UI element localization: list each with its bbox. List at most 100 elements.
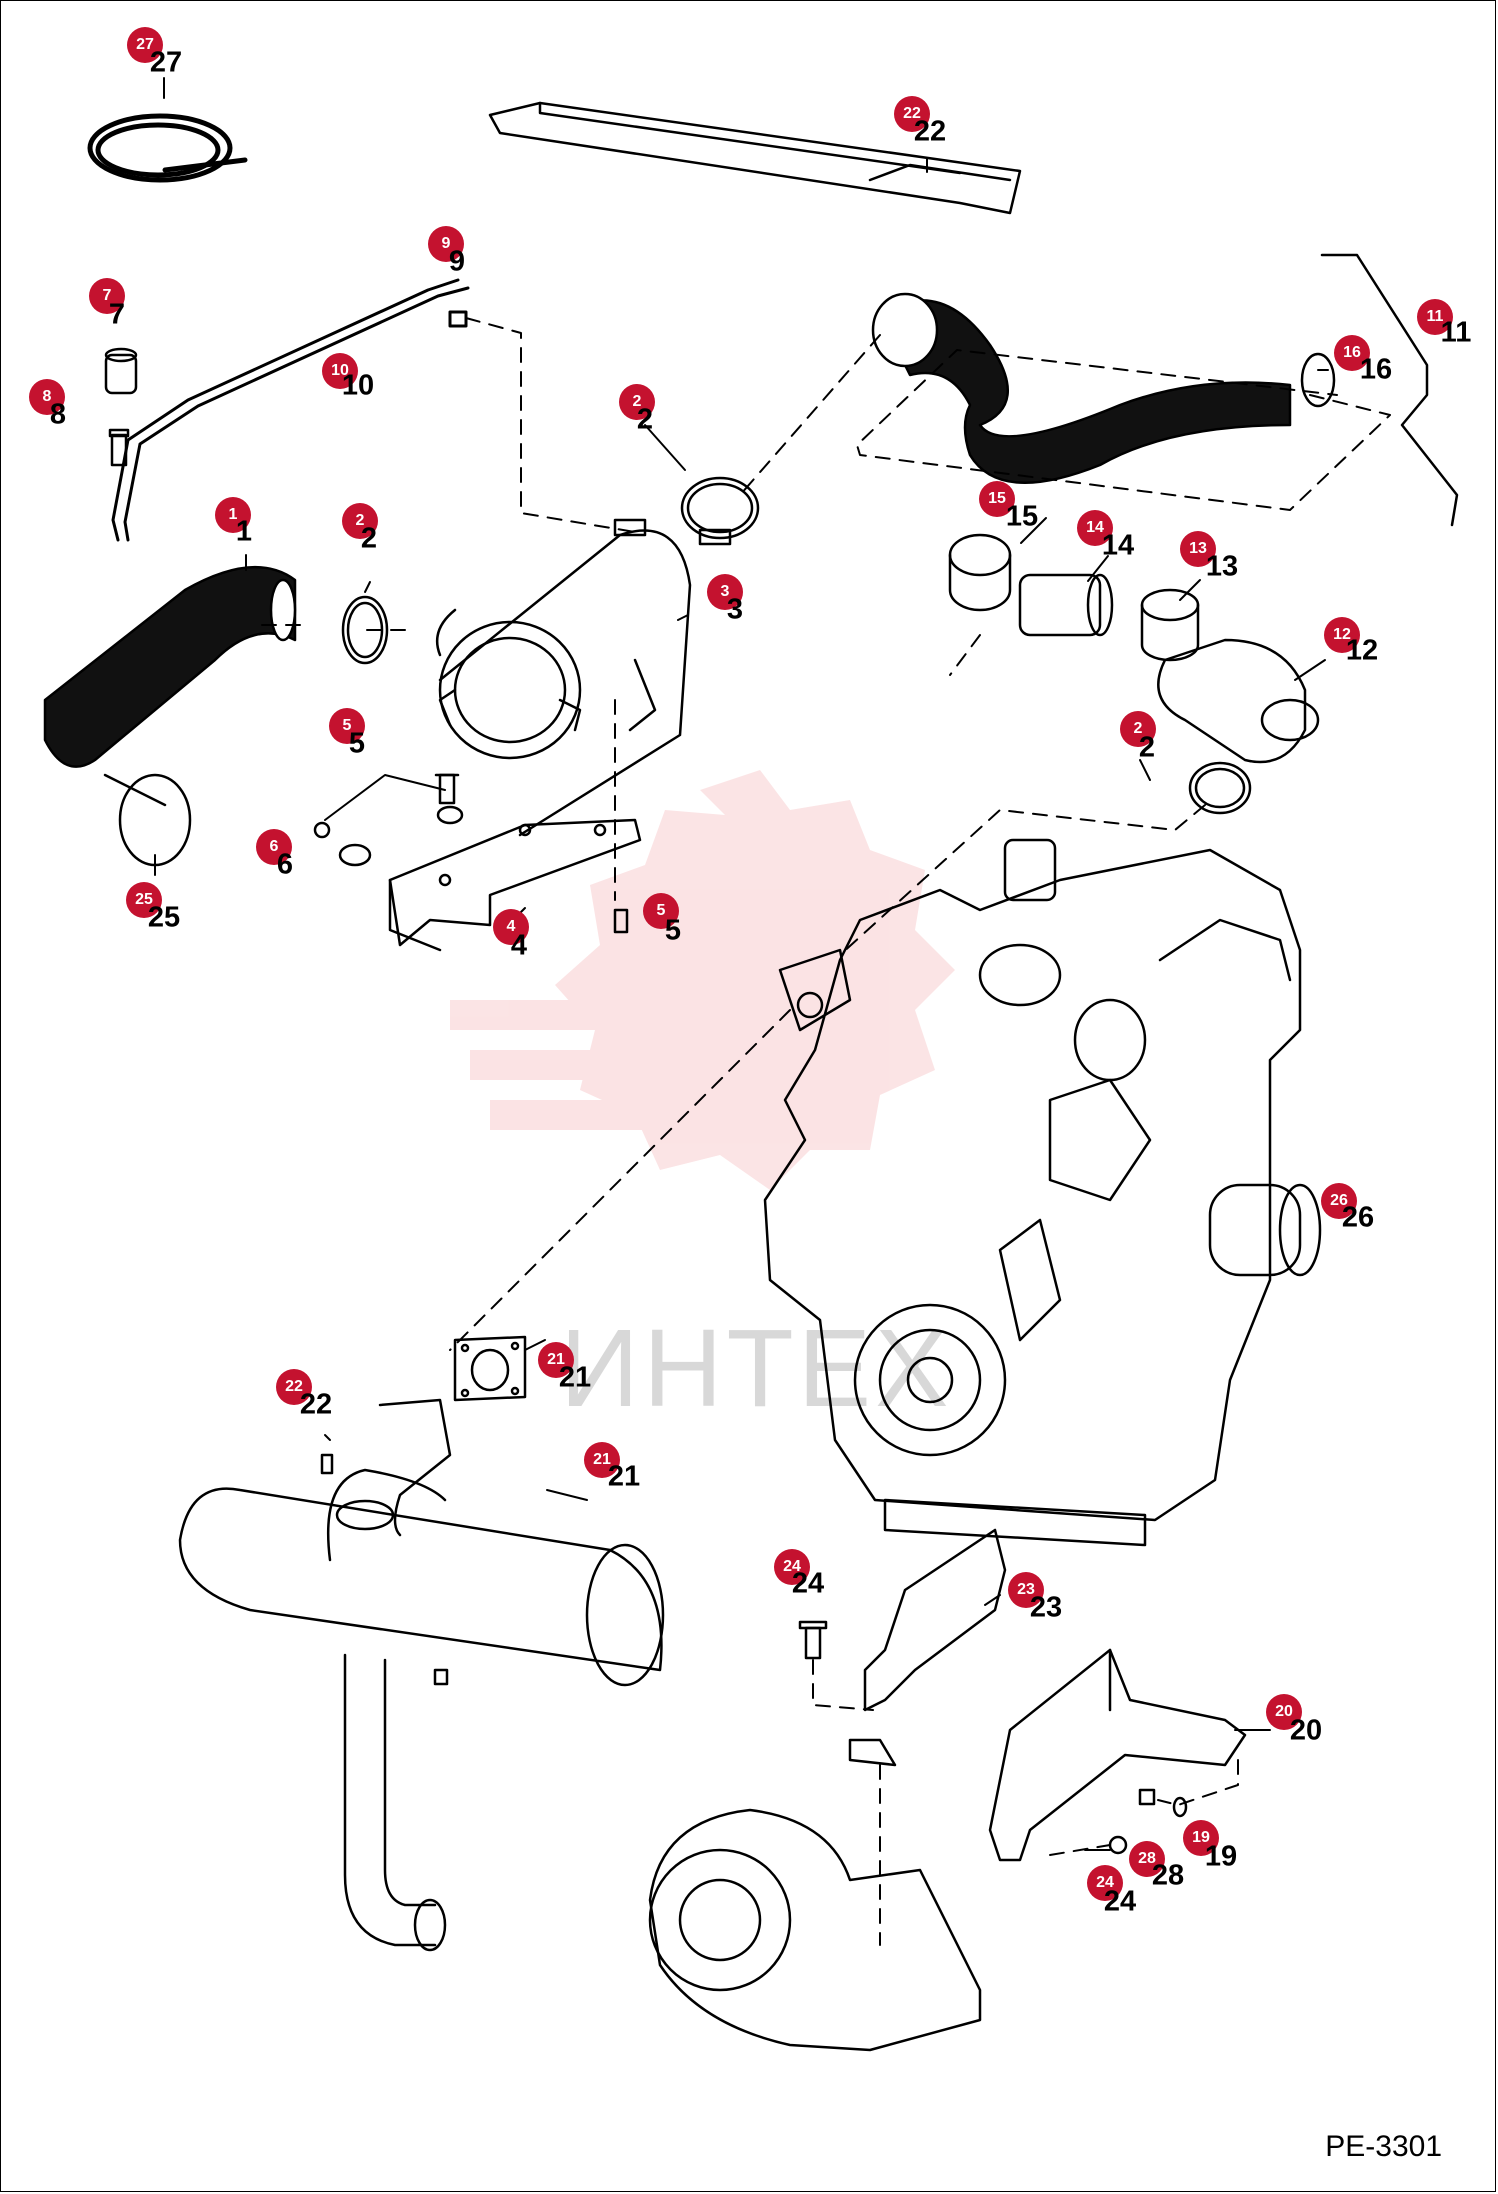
label-part-2a: 2: [636, 403, 654, 436]
callout-part-4[interactable]: 4: [493, 909, 529, 945]
callout-part-24a[interactable]: 24: [774, 1549, 810, 1585]
label-part-28: 28: [1151, 1859, 1185, 1892]
label-part-15: 15: [1005, 500, 1039, 533]
muffler-part-19: [178, 1398, 665, 1952]
label-part-17: 19: [1204, 1840, 1238, 1873]
label-part-1: 1: [235, 515, 253, 548]
bracket-part-11: [1320, 253, 1459, 527]
hose-part-16: [871, 292, 1336, 485]
callout-part-23[interactable]: 23: [1008, 1572, 1044, 1608]
callout-part-18[interactable]: 20: [1266, 1694, 1302, 1730]
dashed-leaders: [259, 317, 1239, 1946]
label-part-22: 22: [913, 115, 947, 148]
label-part-21: 21: [558, 1361, 592, 1394]
label-part-26: 26: [1341, 1201, 1375, 1234]
callout-part-6[interactable]: 6: [256, 829, 292, 865]
label-part-2b: 2: [360, 522, 378, 555]
elbow-part-12: [1157, 638, 1320, 764]
clamp-part-2c: [1188, 761, 1252, 815]
label-part-27: 27: [149, 46, 183, 79]
label-part-16: 16: [1359, 353, 1393, 386]
callout-part-20[interactable]: 22: [276, 1369, 312, 1405]
label-part-7: 7: [108, 298, 126, 331]
washer-part-17: [1172, 1796, 1188, 1818]
callout-part-25[interactable]: 25: [126, 882, 162, 918]
callout-part-14[interactable]: 14: [1077, 510, 1113, 546]
clamp-part-15: [948, 533, 1012, 612]
label-part-25: 25: [147, 901, 181, 934]
callout-part-10[interactable]: 10: [322, 353, 358, 389]
engine-part-26: [763, 838, 1322, 1547]
label-part-23: 23: [1029, 1591, 1063, 1624]
callout-part-19[interactable]: 21: [584, 1442, 620, 1478]
bracket-part-23: [848, 1528, 1007, 1767]
hose-kit-dashed-box: [856, 349, 1391, 511]
sleeve-part-14: [1018, 573, 1114, 637]
air-cleaner-part-3: [435, 518, 692, 837]
callout-part-26[interactable]: 26: [1321, 1183, 1357, 1219]
label-part-11: 11: [1440, 316, 1472, 349]
label-part-3: 3: [726, 593, 744, 626]
clamp-part-13: [1140, 588, 1200, 662]
label-part-14: 14: [1101, 529, 1135, 562]
washer-part-6: [313, 805, 464, 867]
callout-part-28[interactable]: 28: [1129, 1841, 1165, 1877]
label-part-5b: 5: [664, 914, 682, 947]
bolt-part-20: [320, 1453, 334, 1475]
bracket-part-4: [388, 818, 642, 952]
callout-part-24b[interactable]: 24: [1087, 1865, 1123, 1901]
callout-part-13[interactable]: 13: [1180, 531, 1216, 567]
callout-part-2c[interactable]: 2: [1120, 711, 1156, 747]
callout-part-1[interactable]: 1: [215, 497, 251, 533]
bell-housing: [648, 1808, 982, 2052]
clamp-part-2a: [680, 476, 760, 546]
callout-part-22[interactable]: 22: [894, 96, 930, 132]
callout-part-5a[interactable]: 5: [329, 708, 365, 744]
label-part-8: 8: [49, 398, 67, 431]
label-part-18: 20: [1289, 1714, 1323, 1747]
label-part-24b: 24: [1103, 1885, 1137, 1918]
callout-part-15[interactable]: 15: [979, 481, 1015, 517]
callout-part-21[interactable]: 21: [538, 1342, 574, 1378]
callout-part-12[interactable]: 12: [1324, 617, 1360, 653]
callout-part-7[interactable]: 7: [89, 278, 125, 314]
label-part-5a: 5: [348, 727, 366, 760]
callout-part-3[interactable]: 3: [707, 574, 743, 610]
callout-part-27[interactable]: 27: [127, 27, 163, 63]
bolt-part-24b: [1108, 1835, 1128, 1855]
watermark-gear-icon: [450, 770, 955, 1190]
tube-part-10: [111, 278, 470, 542]
leader-lines: [154, 369, 1329, 1851]
diagram-code: PE-3301: [1325, 2130, 1442, 2163]
label-part-9: 9: [448, 245, 466, 278]
label-part-24a: 24: [791, 1567, 825, 1600]
cable-tie-part-25: [103, 773, 192, 867]
bolt-part-24a: [798, 1620, 828, 1660]
callout-part-5b[interactable]: 5: [643, 893, 679, 929]
callout-part-16[interactable]: 16: [1334, 335, 1370, 371]
callout-part-2b[interactable]: 2: [342, 503, 378, 539]
bolt-part-5b: [613, 908, 629, 934]
callout-part-17[interactable]: 19: [1183, 1820, 1219, 1856]
callout-part-9[interactable]: 9: [428, 226, 464, 262]
seal-strip-part-22: [488, 101, 1022, 215]
coiled-hose-part-27: [87, 113, 248, 183]
label-part-2c: 2: [1138, 731, 1156, 764]
callout-part-8[interactable]: 8: [29, 379, 65, 415]
label-part-10: 10: [341, 369, 375, 402]
label-part-4: 4: [510, 929, 528, 962]
hose-part-1: [43, 565, 297, 768]
label-part-6: 6: [276, 848, 294, 881]
callout-part-11[interactable]: 11: [1417, 299, 1453, 335]
watermark-text: ИНТЕХ: [560, 1307, 953, 1430]
fitting-part-7: [104, 347, 138, 395]
gasket-part-21: [453, 1335, 527, 1402]
label-part-20: 22: [299, 1388, 333, 1421]
fitting-part-8: [108, 428, 130, 467]
callout-part-2a[interactable]: 2: [619, 384, 655, 420]
label-part-13: 13: [1205, 550, 1239, 583]
nut-part-28: [1138, 1788, 1156, 1806]
label-part-19: 21: [607, 1460, 641, 1493]
